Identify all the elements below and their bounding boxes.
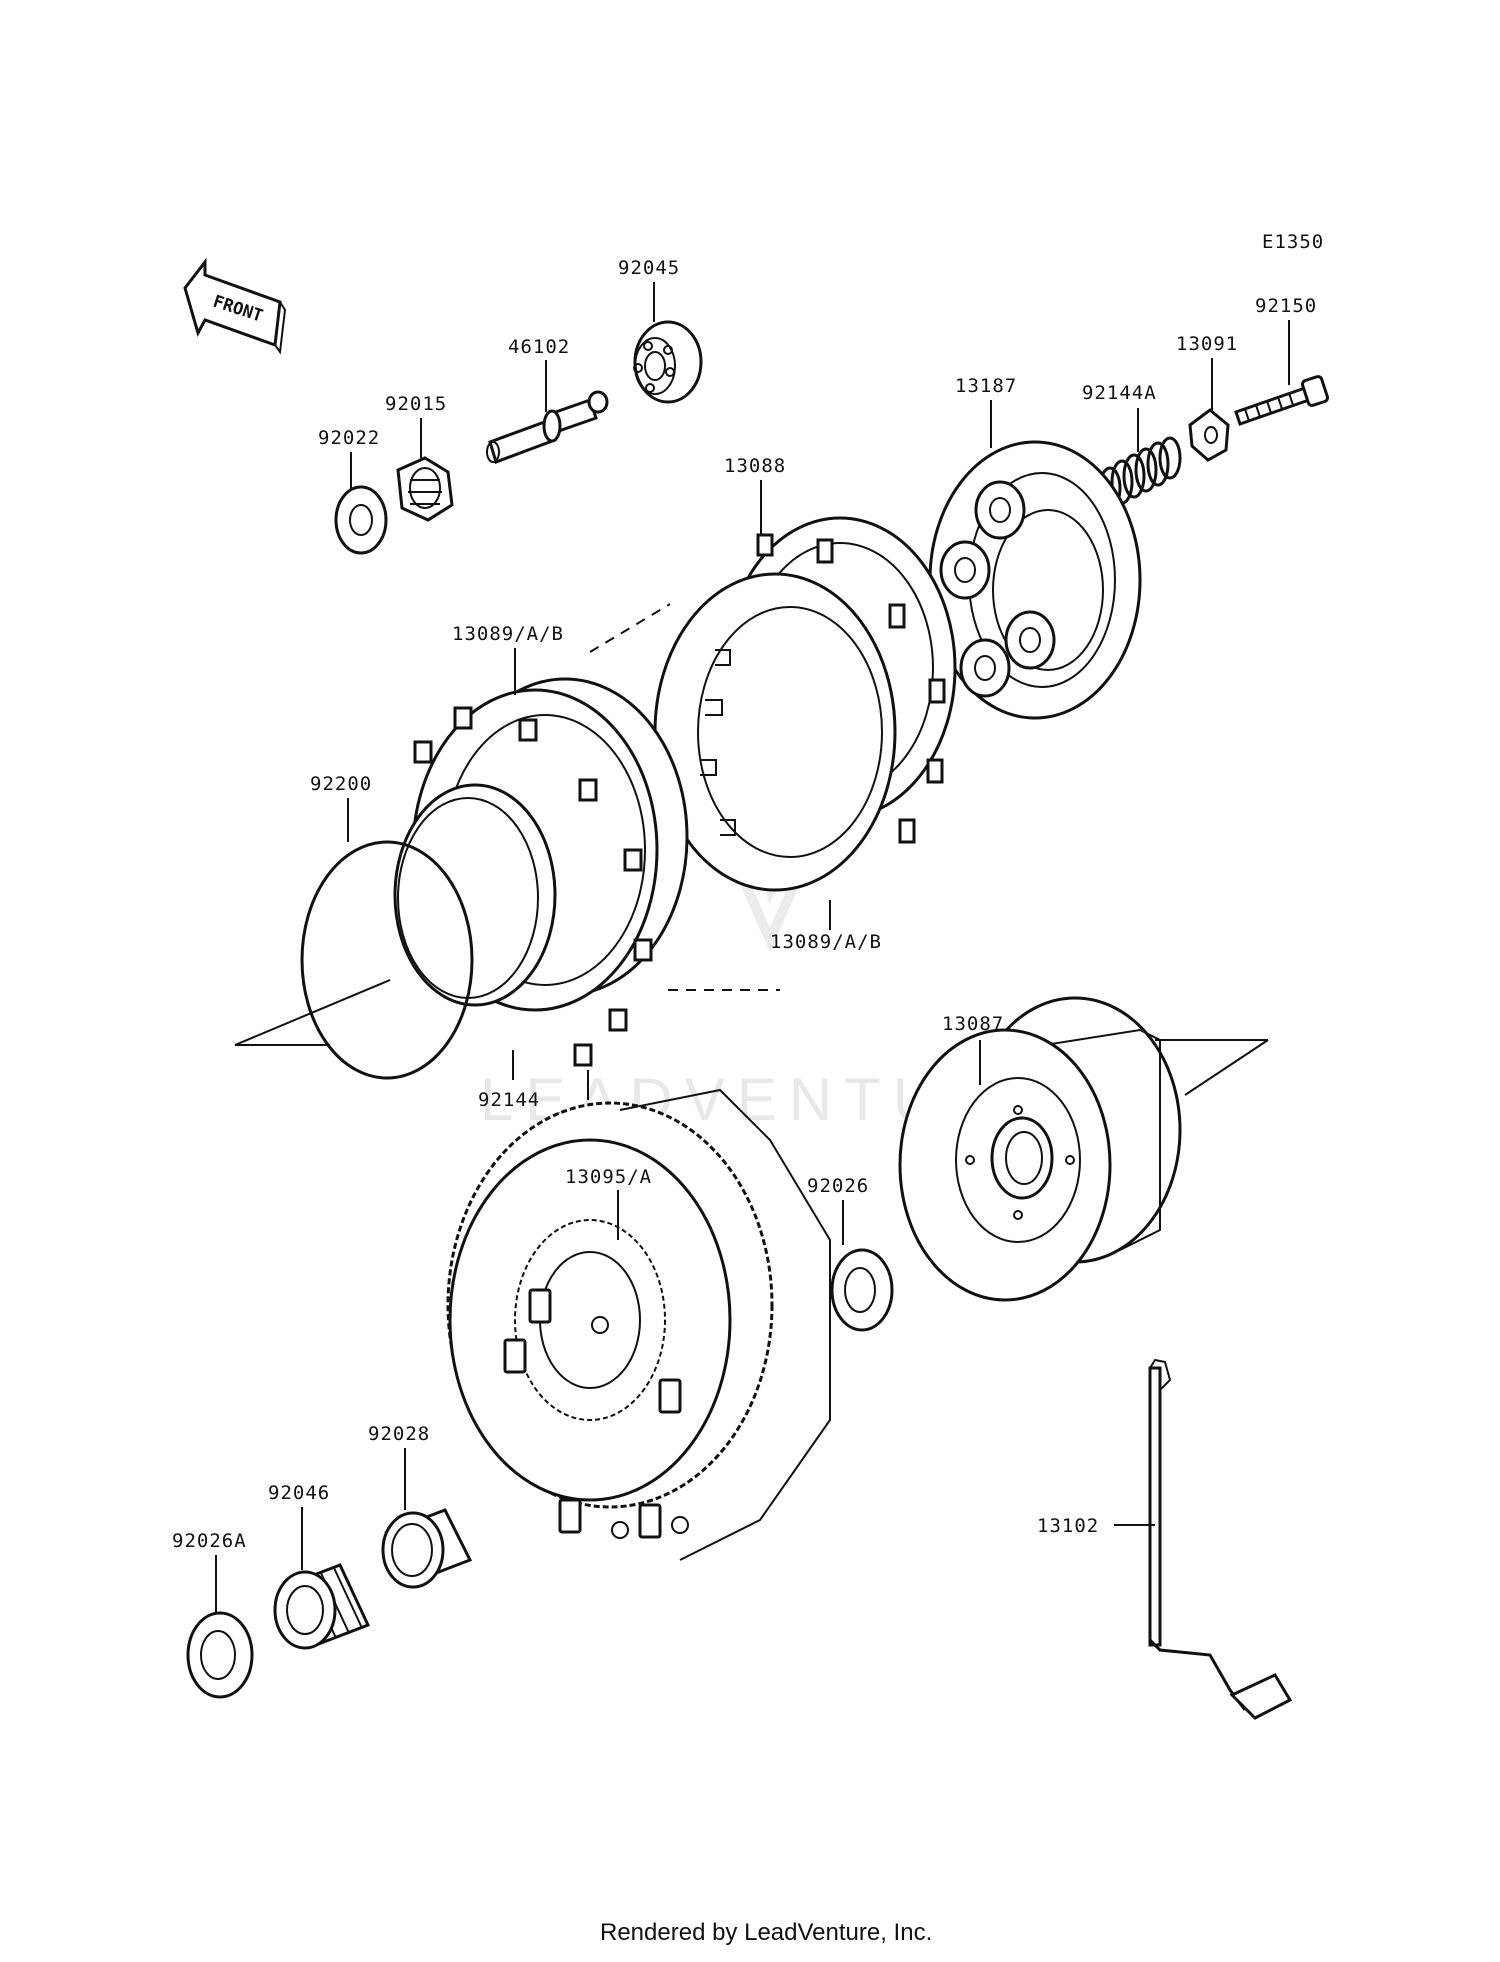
front-arrow-icon: FRONT: [183, 257, 287, 355]
label-92144: 92144: [478, 1089, 540, 1111]
bearing-92045-icon: [633, 320, 703, 404]
label-92026A: 92026A: [172, 1530, 247, 1552]
washer-92022-icon: [334, 485, 388, 555]
label-13089-mid: 13089/A/B: [770, 931, 882, 953]
retainer-13091-icon: [1188, 408, 1230, 462]
washer-92026-icon: [830, 1248, 894, 1332]
ring-92200-icon: [300, 840, 474, 1080]
label-92022: 92022: [318, 427, 380, 449]
label-13187: 13187: [955, 375, 1017, 397]
pressure-plate-13187-icon: [928, 440, 1142, 720]
label-13087: 13087: [942, 1013, 1004, 1035]
washer-92026A-icon: [186, 1611, 254, 1699]
nut-92015-icon: [396, 456, 454, 522]
label-92150: 92150: [1255, 295, 1317, 317]
collar-92028-icon: [381, 1508, 473, 1589]
label-92200: 92200: [310, 773, 372, 795]
label-13095: 13095/A: [565, 1166, 652, 1188]
bolt-92150-icon: [1234, 375, 1329, 426]
label-92045: 92045: [618, 257, 680, 279]
label-13091: 13091: [1176, 333, 1238, 355]
pushrod-46102-icon: [486, 390, 609, 464]
label-92028: 92028: [368, 1423, 430, 1445]
label-92026: 92026: [807, 1175, 869, 1197]
label-13089-top: 13089/A/B: [452, 623, 564, 645]
clutch-housing-13095-icon: [446, 1088, 831, 1561]
label-13088-top: 13088: [724, 455, 786, 477]
needle-bearing-92046-icon: [273, 1563, 371, 1650]
release-shaft-13102-icon: [1148, 1358, 1293, 1720]
label-46102: 46102: [508, 336, 570, 358]
label-92144A: 92144A: [1082, 382, 1157, 404]
label-92046: 92046: [268, 1482, 330, 1504]
diagram-code: E1350: [1262, 231, 1324, 253]
label-13102: 13102: [1037, 1515, 1099, 1537]
clutch-hub-13087-icon: [898, 996, 1182, 1302]
plate-stack-left-icon: [393, 677, 689, 1067]
footer-credit: Rendered by LeadVenture, Inc.: [600, 1919, 932, 1946]
label-92015: 92015: [385, 393, 447, 415]
steel-plate-13089-top-icon: [653, 572, 897, 892]
